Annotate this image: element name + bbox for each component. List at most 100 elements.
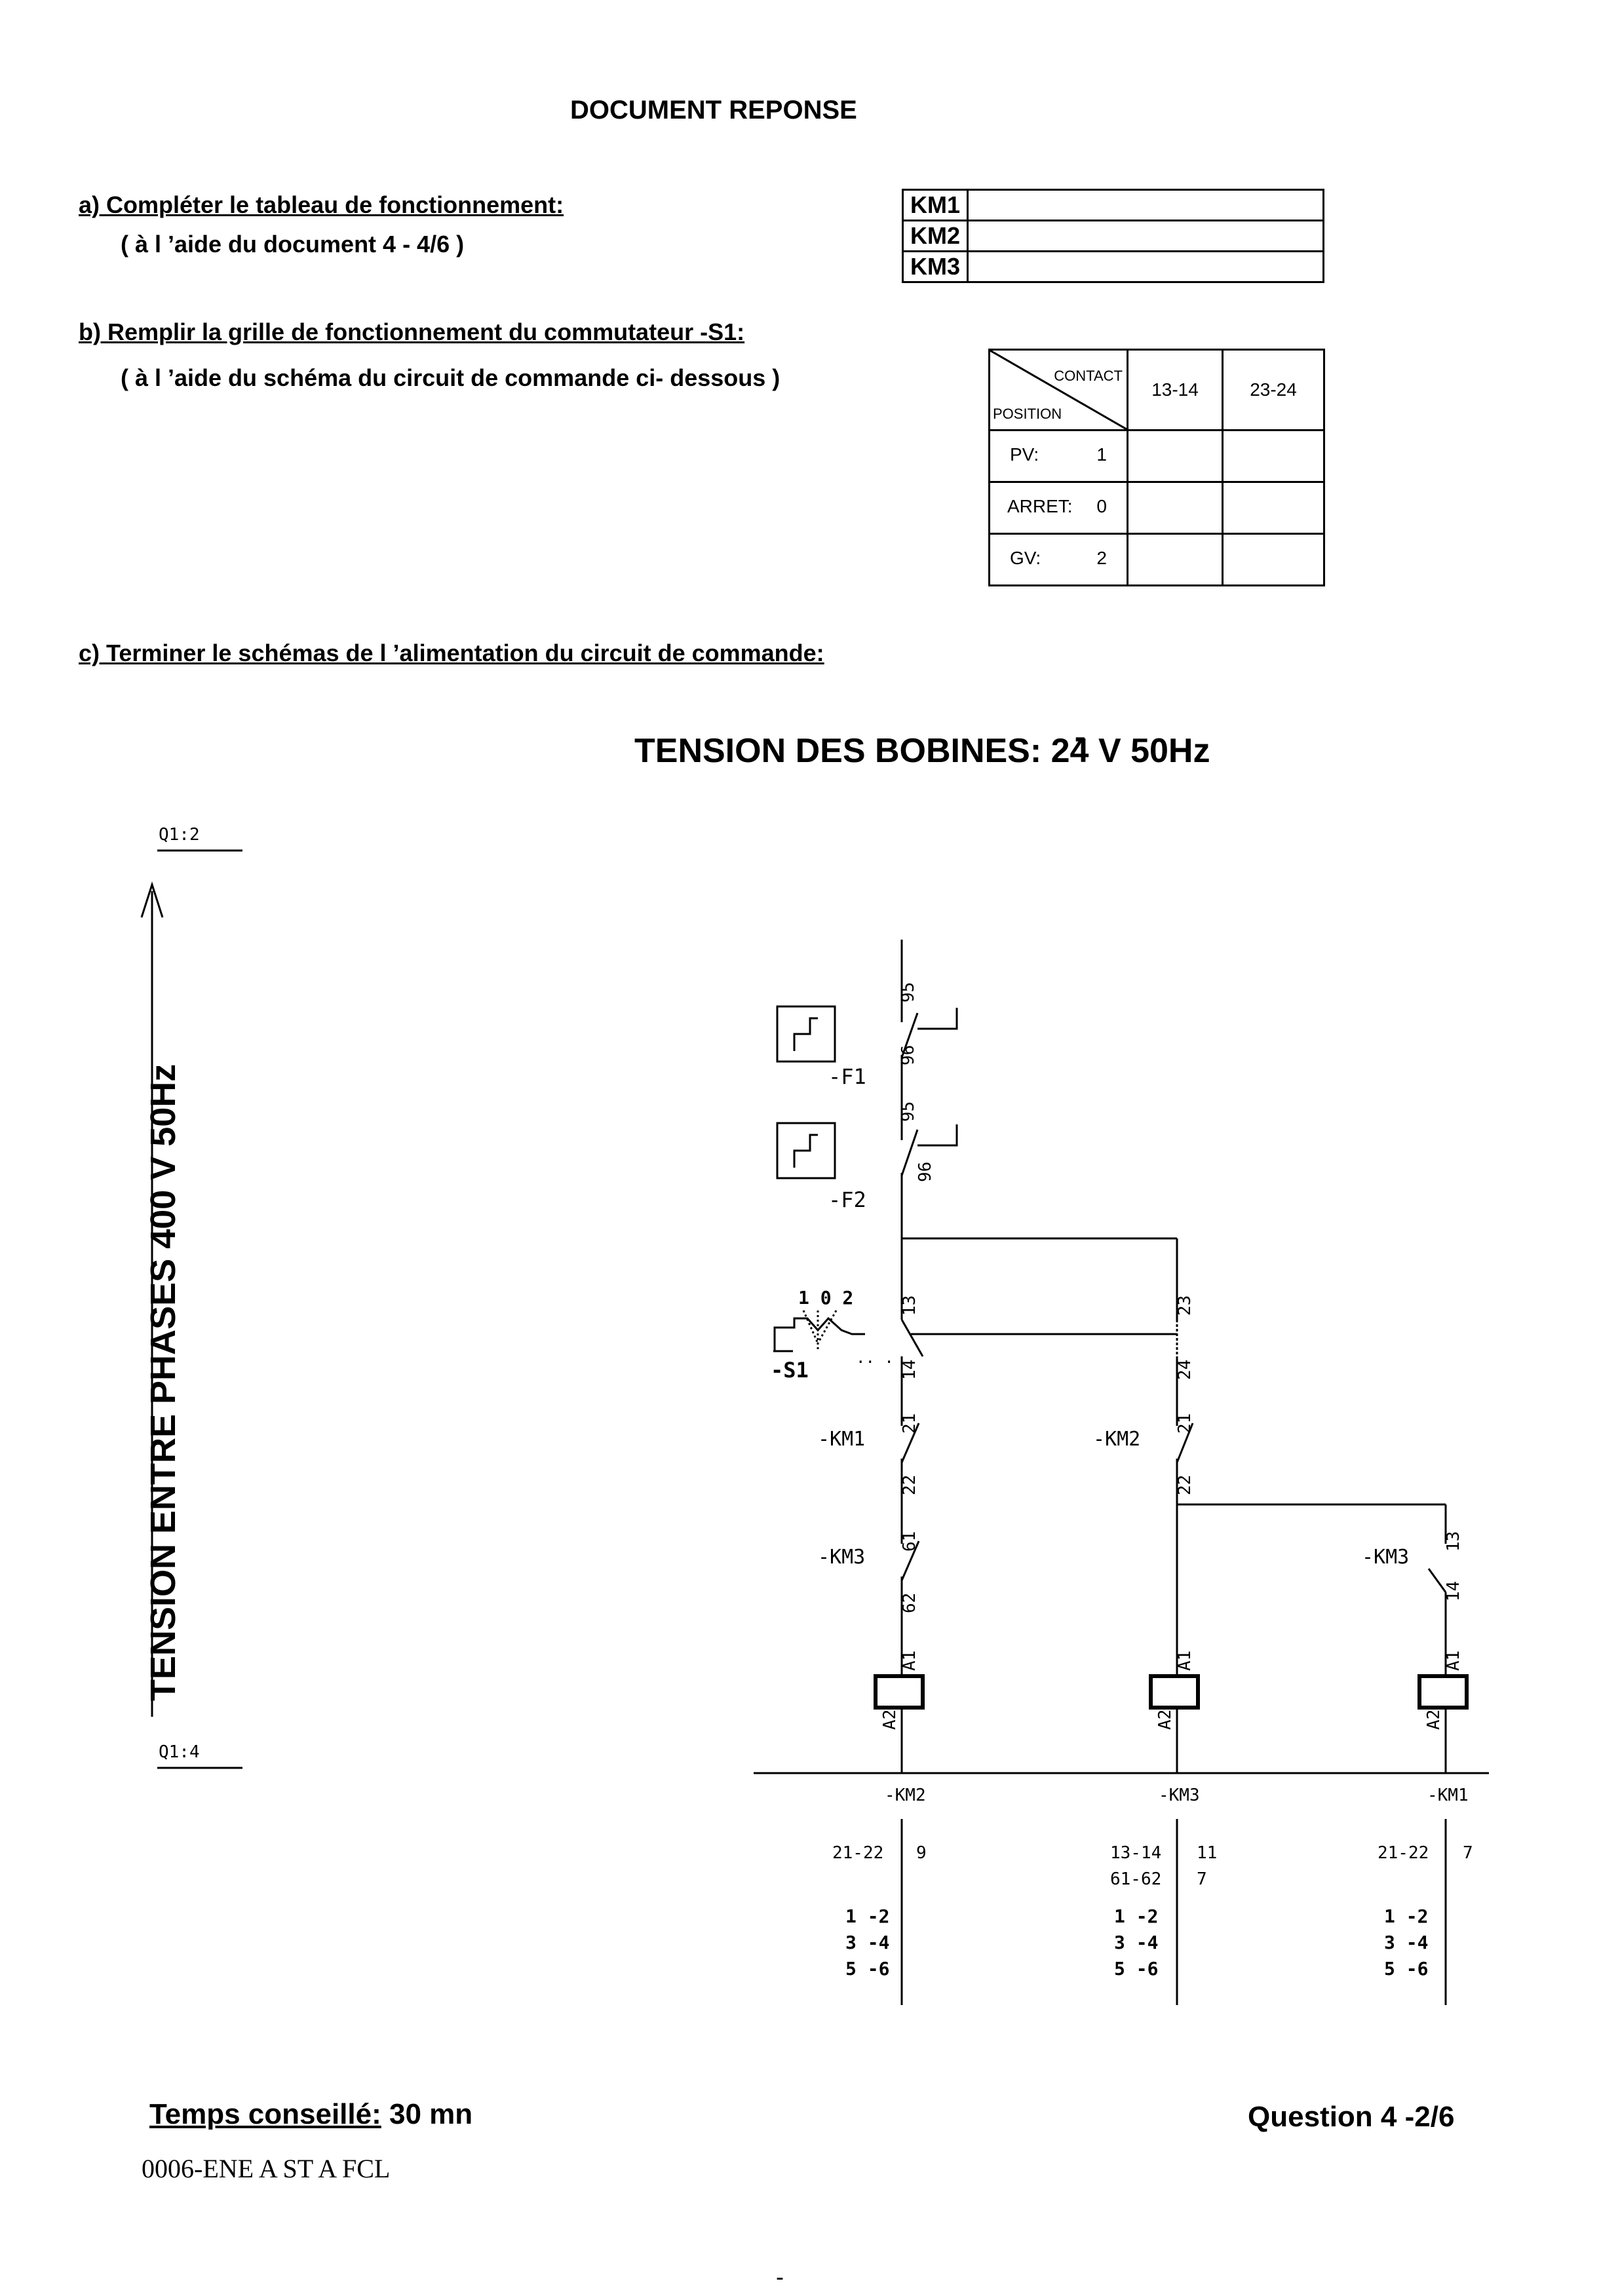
grid-row-label: PV: 1 [988, 429, 1128, 483]
s1-contact-13-14 [900, 1319, 924, 1357]
grid-cell[interactable] [1127, 533, 1224, 586]
km-row: KM3 [901, 250, 1325, 283]
km3-term-62: 62 [900, 1593, 919, 1613]
f1-actuator [917, 1008, 958, 1030]
coil-voltage-unit: V 50Hz [1098, 732, 1210, 770]
time-label: Temps conseillé: [149, 2098, 381, 2130]
s1-pos-2 [817, 1310, 838, 1344]
grid-cell[interactable] [1222, 429, 1325, 483]
km2-contact-name: -KM2 [1093, 1428, 1140, 1451]
km-row: KM2 [901, 220, 1325, 252]
time-advice: Temps conseillé: 30 mn [149, 2098, 473, 2131]
s1-dots: .. . [856, 1349, 894, 1367]
page-title: DOCUMENT REPONSE [570, 96, 857, 124]
coil-voltage-number: 24 [1051, 732, 1089, 770]
ref-page: 9 [916, 1843, 927, 1863]
km3-no-contact-name: -KM3 [1362, 1546, 1409, 1569]
grid-cell[interactable] [1222, 533, 1325, 586]
corner-diagonal [990, 351, 1127, 429]
km-value-cell[interactable] [967, 250, 1325, 283]
km3-no-contact-blade [1427, 1568, 1447, 1593]
coil-term-a2: A2 [1155, 1710, 1175, 1730]
f2-contact-blade [900, 1129, 919, 1176]
km1-contact-blade [900, 1423, 920, 1463]
coil-name-km3: -KM3 [1159, 1786, 1200, 1805]
ref-contact: 13-14 [1110, 1843, 1161, 1863]
km1-coil [1418, 1674, 1469, 1710]
coil-term-a1: A1 [1175, 1651, 1195, 1671]
coil-name-km2: -KM2 [885, 1786, 926, 1805]
grid-row-label: GV: 2 [988, 533, 1128, 586]
row-name: ARRET: [1007, 496, 1073, 516]
switch-grid: CONTACT POSITION 13-14 23-24 PV: 1 ARRET… [988, 349, 1325, 586]
km3-term-61: 61 [900, 1531, 919, 1552]
km2-term-22: 22 [1175, 1475, 1195, 1495]
s1-term-13: 13 [900, 1295, 919, 1316]
f1-thermal-box [776, 1005, 836, 1063]
grid-cell[interactable] [1222, 481, 1325, 535]
grid-cell[interactable] [1127, 429, 1224, 483]
f1-term-96: 96 [898, 1045, 918, 1065]
ref-pole: 5 -6 [1384, 1958, 1428, 1980]
row-num: 1 [1096, 444, 1107, 465]
row-name: PV: [1010, 444, 1039, 465]
ref-pole: 3 -4 [1114, 1932, 1158, 1953]
km1-term-22: 22 [900, 1475, 919, 1495]
ref-contact: 61-62 [1110, 1869, 1161, 1889]
coil-voltage-value: 24 - [1051, 718, 1098, 770]
s1-term-23: 23 [1175, 1295, 1195, 1316]
f2-thermal-symbol [793, 1134, 818, 1168]
km-table: KM1 KM2 KM3 [901, 189, 1325, 283]
f1-thermal-symbol [793, 1017, 818, 1051]
ref-pole: 1 -2 [1384, 1905, 1428, 1927]
ref-pole: 1 -2 [845, 1905, 889, 1927]
page-mark: - [776, 2263, 784, 2290]
section-b-subtitle: ( à l ’aide du schéma du circuit de comm… [121, 364, 781, 391]
coil-voltage: TENSION DES BOBINES: 24 - V 50Hz [634, 718, 1210, 771]
row-num: 2 [1096, 548, 1107, 568]
question-ref: Question 4 -2/6 [1248, 2101, 1455, 2133]
coil-term-a1: A1 [1444, 1651, 1463, 1671]
row-num: 0 [1096, 496, 1107, 516]
km1-contact-name: -KM1 [818, 1428, 865, 1451]
row-name: GV: [1010, 548, 1041, 568]
grid-col-header: 23-24 [1222, 349, 1325, 431]
ref-pole: 3 -4 [1384, 1932, 1428, 1953]
ref-pole: 5 -6 [1114, 1958, 1158, 1980]
coil-term-a2: A2 [880, 1710, 900, 1730]
ref-pole: 1 -2 [1114, 1905, 1158, 1927]
coil-voltage-label: TENSION DES BOBINES: [634, 732, 1042, 770]
ref-page: 11 [1197, 1843, 1217, 1863]
km-label: KM3 [901, 250, 969, 283]
section-b-heading: b) Remplir la grille de fonctionnement d… [79, 318, 745, 345]
section-a-heading: a) Compléter le tableau de fonctionnemen… [79, 191, 564, 218]
s1-rotary-symbol [773, 1316, 865, 1351]
grid-cell[interactable] [1127, 481, 1224, 535]
coil-term-a1: A1 [900, 1651, 919, 1671]
km-value-cell[interactable] [967, 220, 1325, 252]
terminal-bottom-label: Q1:4 [159, 1742, 200, 1762]
km-row: KM1 [901, 189, 1325, 221]
time-value: 30 mn [381, 2098, 473, 2130]
km-value-cell[interactable] [967, 189, 1325, 221]
section-c-heading: c) Terminer le schémas de l ’alimentatio… [79, 640, 824, 666]
f2-actuator [917, 1124, 958, 1147]
ref-page: 7 [1463, 1843, 1473, 1863]
km2-coil [874, 1674, 925, 1710]
s1-positions: 1 0 2 [798, 1287, 853, 1309]
km3-contact-name: -KM3 [818, 1546, 865, 1569]
km3-term-14: 14 [1444, 1581, 1463, 1601]
f1-contact-blade [900, 1012, 919, 1058]
km2-term-21: 21 [1175, 1413, 1195, 1434]
s1-pos-1 [802, 1310, 819, 1344]
km-label: KM1 [901, 189, 969, 221]
corner-top-label: CONTACT [1054, 368, 1123, 384]
grid-corner: CONTACT POSITION [988, 349, 1128, 431]
km1-term-21: 21 [900, 1413, 919, 1434]
grid-row-label: ARRET: 0 [988, 481, 1128, 535]
s1-name: -S1 [771, 1358, 809, 1383]
f2-name: -F2 [828, 1187, 866, 1212]
f2-term-95: 95 [898, 1101, 918, 1122]
voltage-arrow-head [140, 881, 164, 918]
s1-term-14: 14 [900, 1360, 919, 1380]
